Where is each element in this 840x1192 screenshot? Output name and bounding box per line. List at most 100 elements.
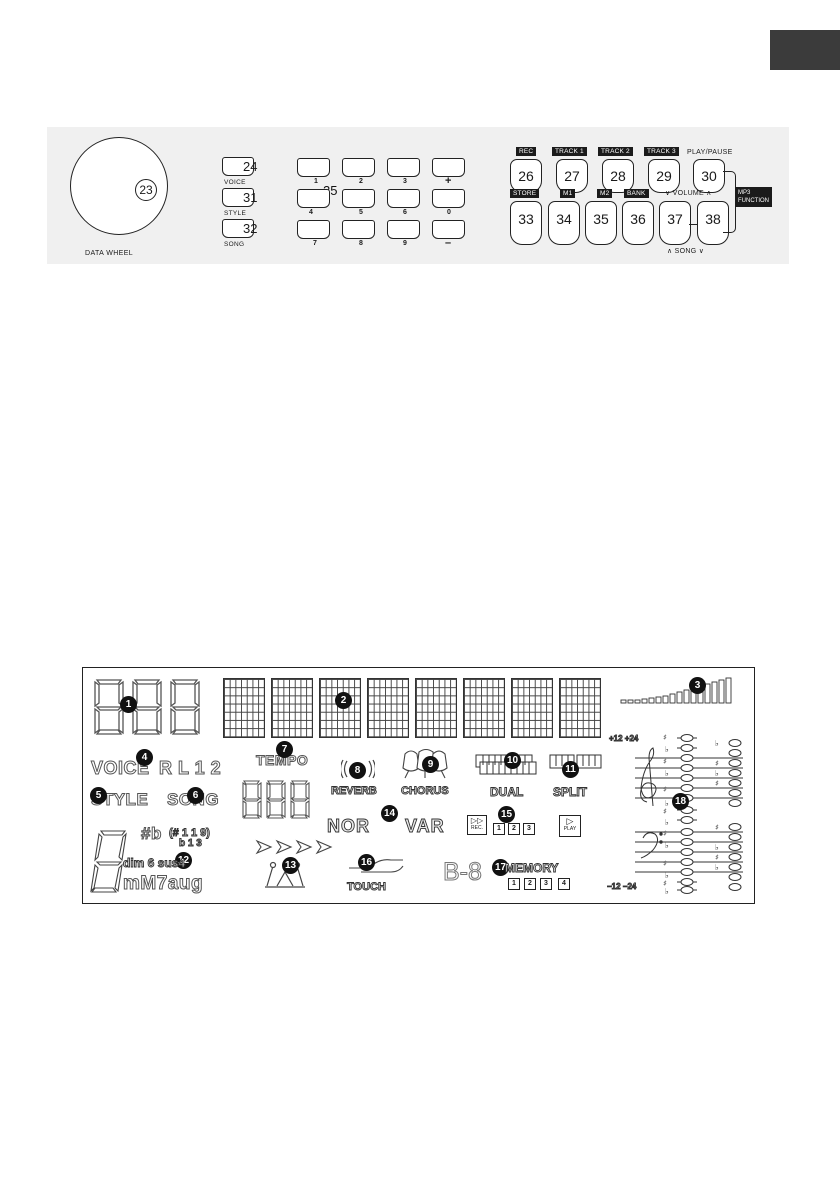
numpad-key-0[interactable] bbox=[432, 189, 465, 208]
svg-text:♯: ♯ bbox=[663, 785, 667, 794]
dot-matrix-char-4 bbox=[367, 678, 409, 738]
callout-3: 3 bbox=[689, 677, 706, 694]
track2-tag: TRACK 2 bbox=[598, 147, 633, 156]
numpad-key-4[interactable] bbox=[297, 189, 330, 208]
dot-matrix-char-2 bbox=[271, 678, 313, 738]
track-indicator-2: 2 bbox=[508, 823, 520, 835]
rec-button[interactable]: 26 bbox=[510, 159, 542, 193]
data-wheel-label: DATA WHEEL bbox=[85, 250, 134, 257]
callout-9: 9 bbox=[422, 756, 439, 773]
svg-text:♯: ♯ bbox=[663, 879, 667, 888]
svg-text:♭: ♭ bbox=[665, 841, 669, 850]
reverb-icon bbox=[341, 759, 375, 779]
numpad-key-plus[interactable] bbox=[432, 158, 465, 177]
volume-label: ∨ VOLUME ∧ bbox=[665, 190, 712, 197]
bank-tag: BANK bbox=[624, 189, 649, 198]
track3-tag: TRACK 3 bbox=[644, 147, 679, 156]
numpad-key-1[interactable] bbox=[297, 158, 330, 177]
callout-18: 18 bbox=[672, 793, 689, 810]
play-pause-button[interactable]: 30 bbox=[693, 159, 725, 193]
track2-button[interactable]: 28 bbox=[602, 159, 634, 193]
callout-13: 13 bbox=[282, 857, 299, 874]
bank-button[interactable]: 36 bbox=[622, 201, 654, 245]
svg-text:♯: ♯ bbox=[715, 779, 719, 788]
transpose-up-label: +12 +24 bbox=[609, 734, 639, 744]
numpad-key-5[interactable] bbox=[342, 189, 375, 208]
callout-1: 1 bbox=[120, 696, 137, 713]
callout-17: 17 bbox=[492, 859, 509, 876]
track3-button[interactable]: 29 bbox=[648, 159, 680, 193]
m2-button[interactable]: 35 bbox=[585, 201, 617, 245]
numpad-key-3[interactable] bbox=[387, 158, 420, 177]
callout-16: 16 bbox=[358, 854, 375, 871]
numpad-label-8: 8 bbox=[359, 240, 363, 247]
tempo-indicator: TEMPO bbox=[255, 752, 309, 769]
song-button[interactable]: 32 bbox=[222, 219, 257, 238]
svg-text:♭: ♭ bbox=[715, 769, 719, 778]
dot-matrix-char-7 bbox=[511, 678, 553, 738]
track-indicator-1: 1 bbox=[493, 823, 505, 835]
song-label: SONG bbox=[224, 241, 245, 248]
dot-matrix-char-8 bbox=[559, 678, 601, 738]
mp3-function-tag: MP3 FUNCTION bbox=[735, 187, 772, 207]
chord-extension-bottom: b 1 3 bbox=[179, 838, 203, 850]
song-nav-label: ∧ SONG ∨ bbox=[667, 248, 705, 255]
volume-down-button[interactable]: 37 bbox=[659, 201, 691, 245]
svg-text:♯: ♯ bbox=[663, 829, 667, 838]
svg-text:♯: ♯ bbox=[663, 807, 667, 816]
m2-tag: M2 bbox=[597, 189, 613, 198]
numpad-key-2[interactable] bbox=[342, 158, 375, 177]
style-label: STYLE bbox=[224, 210, 247, 217]
numpad-label-6: 6 bbox=[403, 209, 407, 216]
numpad-label-minus: – bbox=[445, 237, 452, 249]
voice-button[interactable]: 24 bbox=[222, 157, 257, 176]
store-button[interactable]: 33 bbox=[510, 201, 542, 245]
split-label: SPLIT bbox=[553, 785, 588, 800]
numpad-label-4: 4 bbox=[309, 209, 313, 216]
dot-matrix-char-5 bbox=[415, 678, 457, 738]
numpad-key-9[interactable] bbox=[387, 220, 420, 239]
svg-text:♭: ♭ bbox=[665, 871, 669, 880]
volume-bar-graph bbox=[620, 677, 732, 704]
track1-button[interactable]: 27 bbox=[556, 159, 588, 193]
callout-11: 11 bbox=[562, 761, 579, 778]
svg-text:♭: ♭ bbox=[665, 799, 669, 808]
style-button[interactable]: 31 bbox=[222, 188, 257, 207]
volume-up-button[interactable]: 38 bbox=[697, 201, 729, 245]
callout-7: 7 bbox=[276, 741, 293, 758]
callout-6: 6 bbox=[187, 787, 204, 804]
numpad-key-8[interactable] bbox=[342, 220, 375, 239]
numpad-label-1: 1 bbox=[314, 178, 318, 185]
svg-text:♭: ♭ bbox=[715, 843, 719, 852]
numpad-key-7[interactable] bbox=[297, 220, 330, 239]
numpad-label-2: 2 bbox=[359, 178, 363, 185]
callout-4: 4 bbox=[136, 749, 153, 766]
track-indicator-3: 3 bbox=[523, 823, 535, 835]
control-panel: 23 DATA WHEEL 24 VOICE 31 STYLE 32 SONG … bbox=[47, 127, 789, 264]
touch-label: TOUCH bbox=[347, 881, 387, 894]
svg-text:♭: ♭ bbox=[665, 818, 669, 827]
m1-button[interactable]: 34 bbox=[548, 201, 580, 245]
callout-10: 10 bbox=[504, 752, 521, 769]
callout-5: 5 bbox=[90, 787, 107, 804]
numpad-label-9: 9 bbox=[403, 240, 407, 247]
callout-23: 23 bbox=[135, 179, 157, 201]
chorus-label: CHORUS bbox=[401, 785, 450, 798]
svg-text:♯: ♯ bbox=[663, 757, 667, 766]
m1-tag: M1 bbox=[560, 189, 576, 198]
chord-sharp-flat: #b bbox=[141, 824, 162, 844]
memory-slot-4: 4 bbox=[558, 878, 570, 890]
svg-text:♭: ♭ bbox=[665, 769, 669, 778]
numpad-key-minus[interactable] bbox=[432, 220, 465, 239]
touch-hand-icon bbox=[349, 859, 404, 873]
numpad-key-6[interactable] bbox=[387, 189, 420, 208]
callout-15: 15 bbox=[498, 806, 515, 823]
numpad-label-7: 7 bbox=[313, 240, 317, 247]
track1-tag: TRACK 1 bbox=[552, 147, 587, 156]
reverb-label: REVERB bbox=[331, 785, 378, 798]
numpad-label-0: 0 bbox=[447, 209, 451, 216]
dual-label: DUAL bbox=[490, 785, 524, 800]
svg-text:♭: ♭ bbox=[665, 887, 669, 896]
data-wheel[interactable]: 23 bbox=[70, 137, 168, 235]
var-indicator: VAR bbox=[405, 816, 445, 837]
